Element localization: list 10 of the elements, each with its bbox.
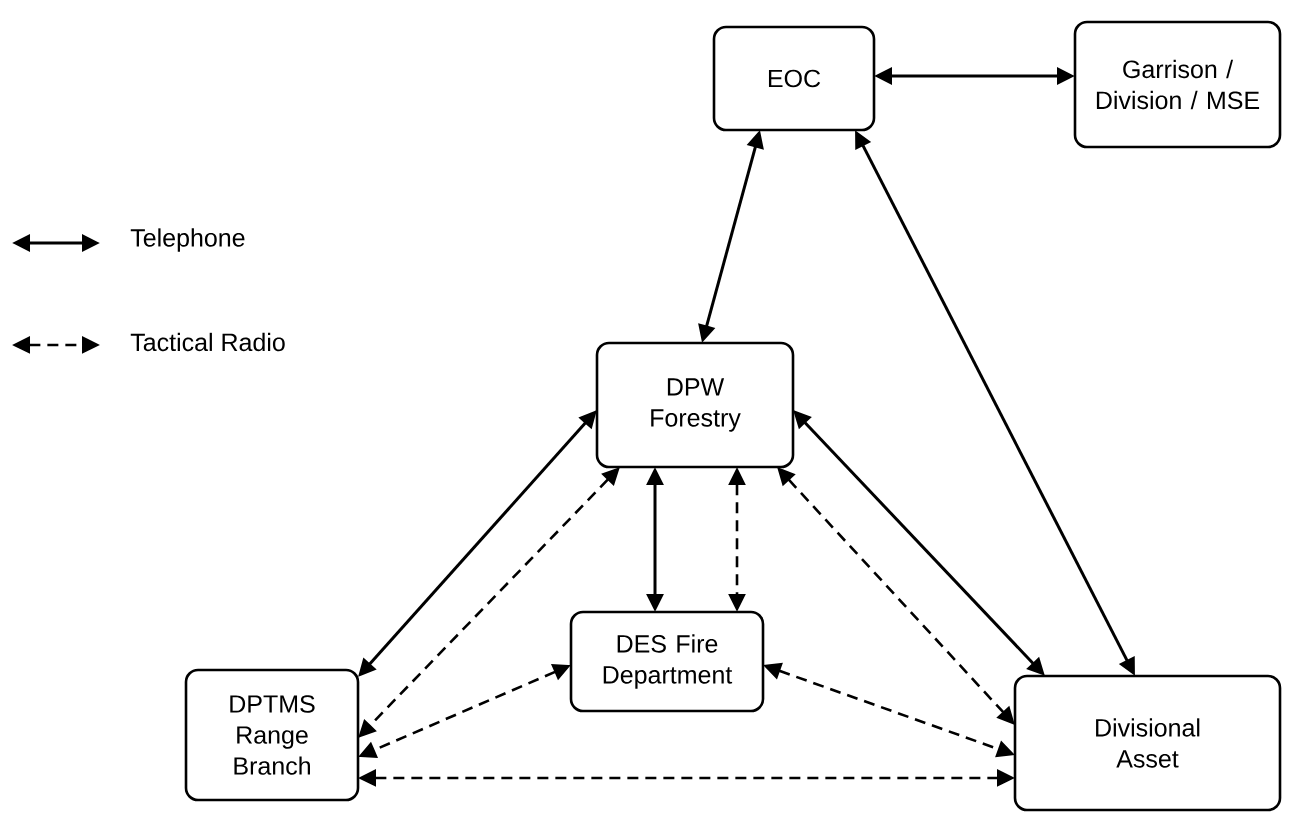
arrow <box>777 467 1015 725</box>
process-box: DES Fire Department <box>569 610 765 713</box>
legend-label: Tactical Radio <box>130 332 285 352</box>
process-box: Divisional Asset <box>1013 674 1282 812</box>
process-box: DPTMS Range Branch <box>184 668 360 802</box>
legend-label: Telephone <box>130 228 245 252</box>
process-box: EOC <box>712 25 876 132</box>
process-box: Garrison / Division / MSE <box>1073 20 1282 149</box>
process-box: DPW Forestry <box>595 341 795 469</box>
arrow <box>358 467 620 738</box>
